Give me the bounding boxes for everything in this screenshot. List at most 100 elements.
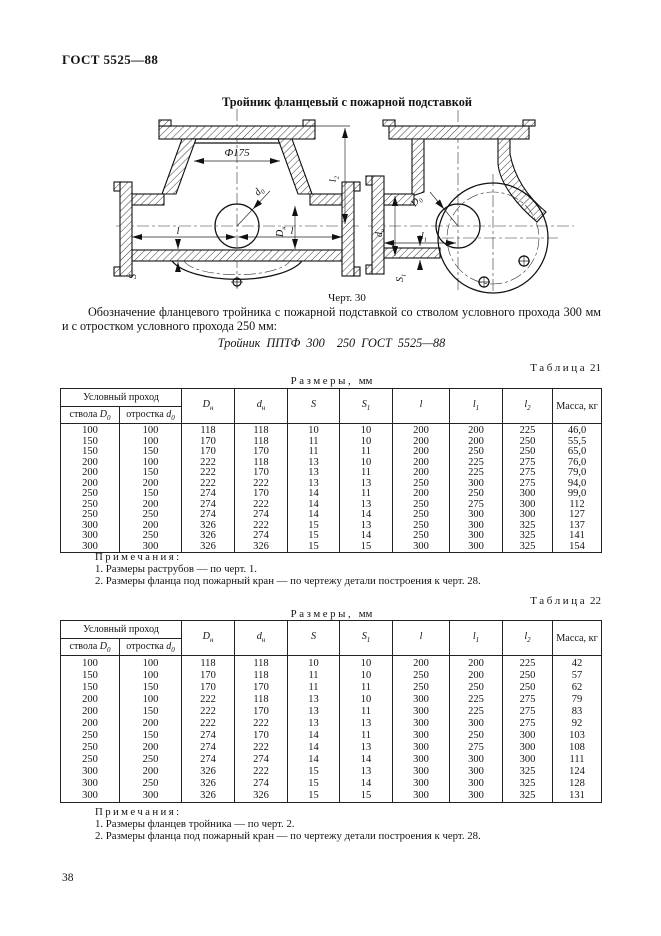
table-cell: 222 [181,706,235,718]
table-cell: 118 [234,694,288,706]
table-cell: 170 [234,467,288,479]
table-cell: 222 [234,718,288,730]
table-cell: 108 [552,742,602,754]
table-cell: 200 [392,446,450,458]
table-cell: 14 [287,488,340,500]
table-cell: 300 [449,778,503,790]
table-cell: 79 [552,694,602,706]
table-cell: 300 [119,790,182,803]
table-cell: 250 [392,682,450,694]
table-cell: 118 [234,423,288,437]
table-cell: 274 [181,730,235,742]
column-header-branch: отростка d0 [119,406,182,424]
table-cell: 300 [449,509,503,521]
table-cell: 225 [502,423,553,437]
svg-text:l2: l2 [328,175,341,182]
table-cell: 274 [234,754,288,766]
table-cell: 300 [449,718,503,730]
table-cell: 250 [392,509,450,521]
dimensions-table-21: Условный проход Dн dн S S1 l l1 l2 Масса… [60,388,602,553]
column-header-mass: Масса, кг [552,388,602,424]
column-header-trunk: ствола D0 [60,406,120,424]
table-cell: 111 [552,754,602,766]
svg-text:d0: d0 [252,184,267,199]
table-cell: 300 [502,754,553,766]
table-cell: 42 [552,655,602,670]
column-header-dn: dн [234,620,288,656]
table-cell: 11 [339,446,393,458]
table-cell: 300 [392,730,450,742]
dim-label-s1: S1 [395,274,408,282]
svg-text:S: S [128,274,139,279]
table-cell: 300 [60,530,120,542]
table-cell: 222 [181,694,235,706]
tee-side-view: D0 dн l1 S1 [365,110,574,294]
dim-label-dn-outer: Dн [275,227,288,238]
table-cell: 275 [502,467,553,479]
table-cell: 124 [552,766,602,778]
column-header-l1: l1 [449,388,503,424]
page-number: 38 [62,872,74,884]
table-cell: 300 [392,694,450,706]
dim-label-l-left: l [177,226,180,237]
table-cell: 300 [392,742,450,754]
table-cell: 150 [60,446,120,458]
table-cell: 79,0 [552,467,602,479]
table-cell: 250 [449,730,503,742]
table-cell: 250 [119,509,182,521]
dim-label-l1: l1 [421,231,427,244]
table-cell: 14 [287,730,340,742]
table-cell: 100 [60,655,120,670]
table-cell: 170 [181,670,235,682]
table-cell: 300 [502,742,553,754]
table22-label: Таблица 22 [530,595,601,607]
table-cell: 300 [449,530,503,542]
dimensions-table-22: Условный проход Dн dн S S1 l l1 l2 Масса… [60,620,602,803]
tee-section-view: Ф175 d0 l l S Dн l2 [113,109,361,291]
table-cell: 94,0 [552,478,602,489]
table-cell: 225 [449,467,503,479]
table-cell: 200 [60,467,120,479]
table-cell: 250 [119,754,182,766]
table21-notes: Примечания: 1. Размеры раструбов — по че… [62,551,602,587]
table-cell: 118 [181,423,235,437]
dim-label-l2: l2 [328,175,341,182]
standard-number: ГОСТ 5525—88 [62,52,159,67]
table-cell: 13 [339,742,393,754]
table-cell: 46,0 [552,423,602,437]
table-cell: 250 [60,488,120,500]
table-cell: 275 [449,742,503,754]
table-cell: 170 [234,706,288,718]
table-cell: 300 [392,718,450,730]
table-cell: 100 [119,670,182,682]
table-cell: 10 [339,423,393,437]
table-cell: 274 [181,742,235,754]
bolt-hole-mark [518,255,530,267]
table-cell: 250 [60,509,120,521]
column-group-header: Условный проход [60,620,182,639]
table-cell: 10 [287,655,340,670]
table-cell: 14 [287,754,340,766]
bolt-hole-mark [478,276,490,288]
table-cell: 275 [502,694,553,706]
table-cell: 300 [392,754,450,766]
table-cell: 250 [60,730,120,742]
column-header-dn: dн [234,388,288,424]
table-cell: 274 [234,509,288,521]
table-cell: 103 [552,730,602,742]
table-cell: 14 [339,778,393,790]
column-header-l: l [392,620,450,656]
dim-label-d0: d0 [252,184,267,199]
table-cell: 13 [339,766,393,778]
table-cell: 118 [234,655,288,670]
table-cell: 200 [119,742,182,754]
note-item: 1. Размеры раструбов — по черт. 1. [95,563,257,576]
